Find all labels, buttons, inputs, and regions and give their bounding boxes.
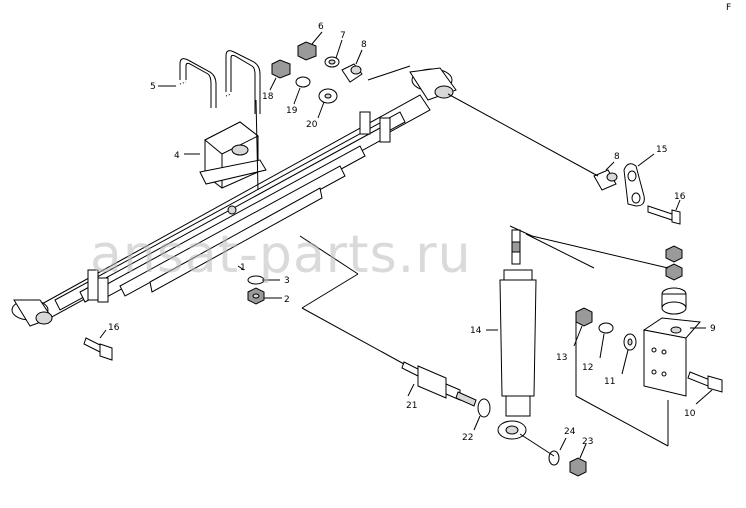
callout-label: 2 [284,295,290,305]
callout-label: 18 [262,92,274,102]
callout-label: 15 [656,145,667,155]
callout-label: 8 [614,152,620,162]
callout-label: 10 [684,409,696,419]
callout-label: 3 [284,276,290,286]
callout-label: 16 [108,323,120,333]
spacer-block [199,121,267,189]
front-bolt [83,337,113,361]
callout-label: 20 [306,120,318,130]
callout-label: 16 [674,192,686,202]
callout-label: 21 [406,401,417,411]
callout-label: 1 [240,263,246,273]
callout-label: 8 [361,40,367,50]
callout-label: 12 [582,363,593,373]
callout-label: 6 [318,22,324,32]
callout-label: 7 [340,31,346,41]
callout-label: 14 [470,326,482,336]
lower-mount-hardware [401,361,587,477]
watermark-text: ansat-parts.ru [90,225,472,285]
assembly-lines [299,65,669,457]
callout-labels: 1 2 3 4 5 6 7 8 8 9 10 11 12 13 14 15 16… [108,22,716,447]
callout-label: 4 [174,151,180,161]
ubolt-nuts [247,275,265,305]
callout-label: 13 [556,353,567,363]
u-bolts [179,50,261,191]
leaf-spring [11,67,457,327]
callout-label: 24 [564,427,576,437]
callout-label: 23 [582,437,593,447]
callout-label: 5 [150,82,156,92]
upper-mount-hardware [575,245,723,397]
top-fasteners [271,41,363,104]
shock-absorber [497,229,537,440]
corner-mark: F [726,3,731,13]
callout-label: 19 [286,106,298,116]
callout-label: 11 [604,377,615,387]
callout-label: 22 [462,433,473,443]
shackle-right [593,163,681,225]
label-leaders [99,31,713,459]
callout-label: 9 [710,324,716,334]
